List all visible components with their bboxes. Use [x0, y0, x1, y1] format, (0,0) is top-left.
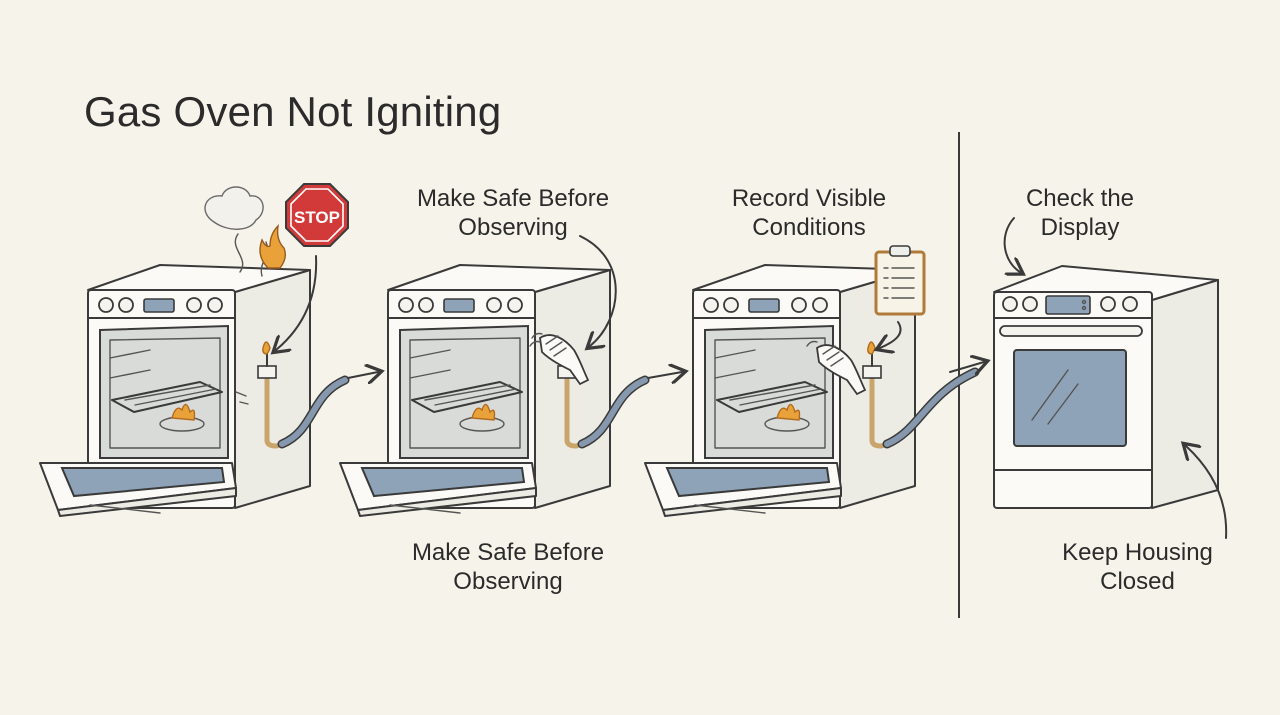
oven-step4: [993, 265, 1219, 509]
arrow-step3-to-step4: [949, 362, 984, 372]
oven-step1: STOP: [39, 183, 350, 517]
oven-step2: [339, 235, 650, 517]
oven-step3: [644, 264, 980, 517]
stop-sign-text: STOP: [294, 208, 340, 227]
door-window: [1013, 349, 1127, 447]
stop-sign-icon: STOP: [285, 183, 349, 247]
section-divider: [958, 132, 960, 618]
hand-icon: [816, 344, 867, 396]
step4-bottom-label: Keep Housing Closed: [1062, 539, 1213, 595]
hand-icon: [539, 334, 590, 386]
step4-top-label: Check the Display: [1025, 185, 1135, 241]
step2-bottom-label: Make Safe Before Observing: [411, 539, 605, 595]
step3-top-label: Record Visible Conditions: [731, 185, 887, 241]
step2-top-label: Make Safe Before Observing: [416, 185, 610, 241]
page-title: Gas Oven Not Igniting: [84, 88, 502, 135]
clipboard-icon: [874, 245, 926, 316]
arrow-step2-to-step3: [647, 372, 682, 378]
fire-icon: [259, 224, 287, 269]
display-panel: [1045, 295, 1091, 315]
arrow-step1-to-step2: [347, 372, 378, 378]
door-handle: [999, 325, 1143, 337]
